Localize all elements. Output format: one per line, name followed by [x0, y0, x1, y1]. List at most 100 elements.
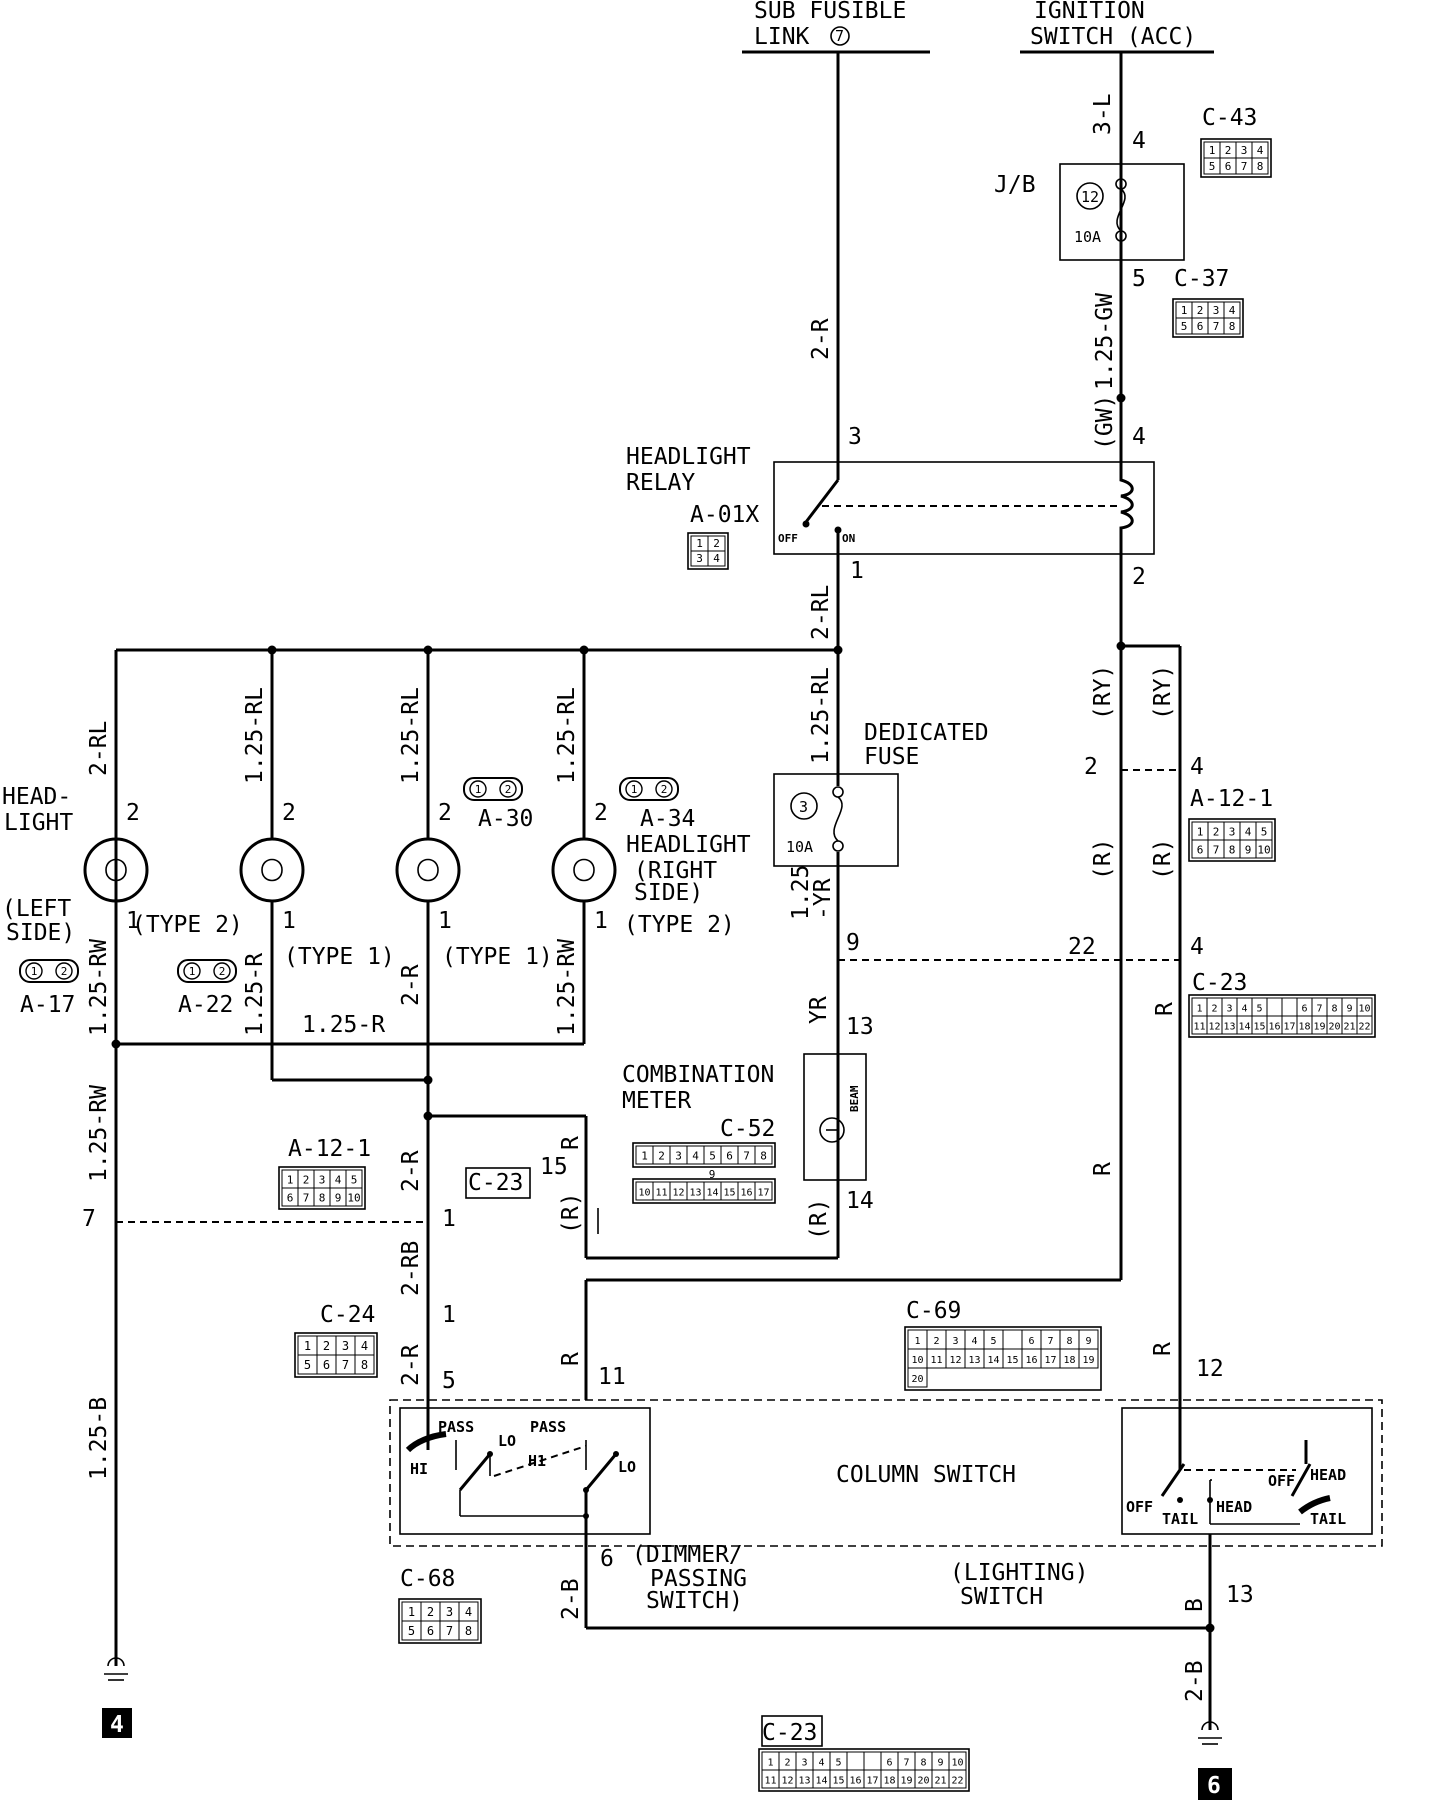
- connector-c52-top-pin-label: 8: [760, 1149, 767, 1162]
- connector-c24-cell: [354, 1354, 375, 1375]
- wire-label-r-12: R: [1150, 1342, 1176, 1356]
- connector-c43-pin-label: 1: [1209, 144, 1216, 157]
- connector-c68-pin-label: 2: [427, 1605, 434, 1619]
- pin-9: 9: [846, 930, 860, 956]
- connector-c52-bottom-pin-label: 13: [689, 1187, 701, 1198]
- connector-c52-top-pin-label: 6: [726, 1149, 733, 1162]
- ground-symbol-right: [1198, 1720, 1222, 1745]
- lighting-head-label-b: HEAD: [1310, 1466, 1346, 1484]
- connector-a121-left-pin-label: 9: [335, 1191, 342, 1204]
- connector-a121-right-pin-label: 3: [1229, 825, 1236, 838]
- connector-c23-right-pin-label: 17: [1283, 1021, 1295, 1032]
- wire-label-125r-a: 1.25-R: [242, 953, 268, 1036]
- ground-symbol-left: [104, 1620, 128, 1681]
- connector-c69-pin-label: 13: [968, 1355, 980, 1366]
- connector-c23-right-pin-label: 10: [1358, 1003, 1370, 1014]
- connector-c69-pin-label: 17: [1044, 1355, 1056, 1366]
- connector-c24-pin-label: 2: [323, 1339, 330, 1353]
- connector-a01x-label: A-01X: [690, 502, 759, 528]
- pin-11: 11: [598, 1364, 626, 1390]
- connector-c24-pin-label: 8: [361, 1358, 368, 1372]
- connector-c23-left-label: C-23: [468, 1170, 523, 1196]
- dedicated-fuse-label-2: FUSE: [864, 744, 919, 770]
- connector-c23-bottom-pin-label: 21: [934, 1775, 946, 1786]
- connector-c24-pin-label: 4: [361, 1339, 368, 1353]
- connector-c37-pin-label: 5: [1181, 320, 1188, 333]
- connector-a121-right-pin-label: 10: [1257, 843, 1270, 856]
- ground-6-number: 6: [1207, 1773, 1221, 1799]
- connector-a121-right-cell: [1255, 839, 1273, 859]
- lamp-type1-a: (TYPE 1): [284, 944, 395, 970]
- connector-c69-pin-label: 14: [987, 1355, 999, 1366]
- relay-label-2: RELAY: [626, 470, 695, 496]
- connector-c23-right-pin-label: 7: [1316, 1003, 1322, 1014]
- connector-c52-top-pin-label: 3: [675, 1149, 682, 1162]
- wire-label-r-c23b: (R): [558, 1192, 584, 1234]
- connector-c52-bottom-pin-label: 17: [757, 1187, 769, 1198]
- connector-a01x-pin-label: 4: [713, 552, 720, 565]
- relay-pin-3: 3: [848, 424, 862, 450]
- pin-4-c23: 4: [1190, 934, 1204, 960]
- connector-a121-right-pin-label: 1: [1197, 825, 1204, 838]
- wire-label-r-11: R: [558, 1352, 584, 1366]
- connector-a01x-pin-label: 2: [713, 537, 720, 550]
- connector-a17-label: A-17: [20, 992, 75, 1018]
- connector-a121-right-label: A-12-1: [1190, 786, 1273, 812]
- headlight-lamp: 21: [239, 650, 305, 1044]
- connector-c23-right-pin-label: 11: [1193, 1021, 1205, 1032]
- relay-coil: [1119, 464, 1134, 620]
- connector-c23-right-pin-label: 9: [1346, 1003, 1352, 1014]
- connector-c23-bottom-pin-label: 4: [818, 1757, 824, 1768]
- headlight-lamp: 21: [395, 650, 461, 1044]
- connector-c52-label: C-52: [720, 1116, 775, 1142]
- connector-c52-bottom-pin-label: 11: [655, 1187, 667, 1198]
- wire-label-2rl-relay: 2-RL: [808, 585, 834, 640]
- lighting-head-contact: [1298, 1495, 1331, 1515]
- connector-c23-bottom-pin-label: 18: [883, 1775, 895, 1786]
- dimmer-lo-label-a: LO: [498, 1432, 516, 1450]
- connector-a121-left-pin-label: 10: [347, 1191, 360, 1204]
- lamp-pin-1: 1: [438, 908, 452, 934]
- wire-label-r2: (R): [1150, 838, 1176, 880]
- jb-fuse-number-circle: [1076, 182, 1104, 210]
- connector-c24-pin-label: 1: [304, 1339, 311, 1353]
- connector-c23-right-cell: [1281, 997, 1298, 1017]
- connector-c52-bottom-pin-label: 16: [740, 1187, 752, 1198]
- wire-label-r-right: R: [1090, 1162, 1116, 1176]
- lamp-type2-right: (TYPE 2): [624, 912, 735, 938]
- wire-label-2r-c24: 2-R: [398, 1344, 424, 1386]
- connector-c37-pin-label: 2: [1197, 304, 1204, 317]
- connector-c23-bottom-pin-label: 16: [849, 1775, 861, 1786]
- connector-a34-label: A-34: [640, 806, 695, 832]
- connector-c52-top-pin-label: 5: [709, 1149, 716, 1162]
- relay-pin-4: 4: [1132, 424, 1146, 450]
- connector-c52-bottom-cell: [754, 1181, 773, 1201]
- wire-label-3l: 3-L: [1090, 93, 1116, 135]
- wire-label-125b: 1.25-B: [86, 1397, 112, 1480]
- lighting-off-label-b: OFF: [1268, 1472, 1295, 1490]
- wire-label-125rw-b: 1.25-RW: [554, 939, 580, 1036]
- connector-a121-right-pin-label: 7: [1213, 843, 1220, 856]
- dimmer-node-c: [583, 1487, 589, 1493]
- connector-c68-pin-label: 3: [446, 1605, 453, 1619]
- link-number: 7: [835, 27, 844, 45]
- beam-indicator: [819, 1117, 845, 1143]
- lighting-switch-label: (LIGHTING): [950, 1560, 1088, 1586]
- connector-c23-bottom-pin-label: 11: [764, 1775, 776, 1786]
- connector-c23-bottom-label: C-23: [762, 1720, 817, 1746]
- connector-c43-pin-label: 5: [1209, 160, 1216, 173]
- connector-c23-bottom-pin-label: 1: [767, 1757, 773, 1768]
- column-switch-label: COLUMN SWITCH: [836, 1462, 1016, 1488]
- connector-c43-pin-label: 8: [1257, 160, 1264, 173]
- connector-c23-right-pin-label: 22: [1358, 1021, 1370, 1032]
- dimmer-pass-label-b: PASS: [530, 1418, 566, 1436]
- dimmer-arm-b: [584, 1453, 618, 1491]
- ded-fuse-element: [833, 796, 843, 842]
- connector-c24-pin-label: 7: [342, 1358, 349, 1372]
- headlight-right-label: HEADLIGHT: [626, 832, 751, 858]
